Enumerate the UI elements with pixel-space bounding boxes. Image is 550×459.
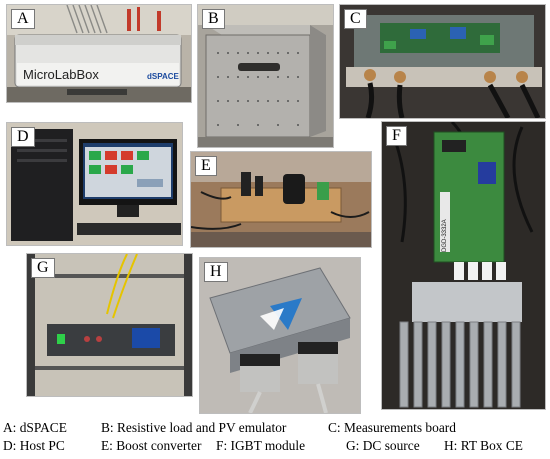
measurements-board-illustration: [340, 5, 545, 118]
boost-converter-illustration: [191, 152, 371, 247]
board-marking: DGD-3332A: [442, 219, 448, 252]
photo-host-pc: D: [6, 122, 183, 246]
caption-item-f: F: IGBT module: [216, 438, 306, 453]
resistive-load-illustration: [198, 5, 333, 147]
igbt-module-illustration: DGD-3332A: [382, 122, 545, 409]
photo-igbt-module: DGD-3332A F: [381, 121, 546, 410]
caption-item-g: G: DC source: [346, 438, 420, 453]
caption-item-d: D: Host PC: [3, 438, 65, 453]
photo-boost-converter: E: [190, 151, 372, 248]
rt-box-illustration: [200, 258, 360, 413]
caption-item-e: E: Boost converter: [101, 438, 202, 453]
panel-label-c: C: [344, 9, 367, 29]
caption-item-a: A: dSPACE: [3, 420, 67, 435]
photo-measurements-board: C: [339, 4, 546, 119]
panel-label-a: A: [11, 9, 35, 29]
panel-label-g: G: [31, 258, 55, 278]
figure-caption-line-1: A: dSPACE B: Resistive load and PV emula…: [3, 420, 547, 436]
caption-item-b: B: Resistive load and PV emulator: [101, 420, 287, 435]
photo-dc-source: G: [26, 253, 193, 397]
panel-label-h: H: [204, 262, 228, 282]
panel-label-f: F: [386, 126, 407, 146]
panel-label-d: D: [11, 127, 35, 147]
panel-label-e: E: [195, 156, 217, 176]
microlabbox-logo: MicroLabBox: [23, 67, 99, 82]
dspace-logo: dSPACE: [147, 72, 180, 81]
panel-label-b: B: [202, 9, 225, 29]
figure-caption-line-2: D: Host PC E: Boost converter F: IGBT mo…: [3, 438, 547, 454]
photo-resistive-load: B: [197, 4, 334, 148]
caption-item-c: C: Measurements board: [328, 420, 456, 435]
photo-rt-box-ce: H: [199, 257, 361, 414]
host-pc-illustration: [7, 123, 182, 245]
dspace-illustration: MicroLabBox dSPACE: [7, 5, 191, 102]
caption-item-h: H: RT Box CE: [444, 438, 523, 453]
photo-dspace: MicroLabBox dSPACE A: [6, 4, 192, 103]
